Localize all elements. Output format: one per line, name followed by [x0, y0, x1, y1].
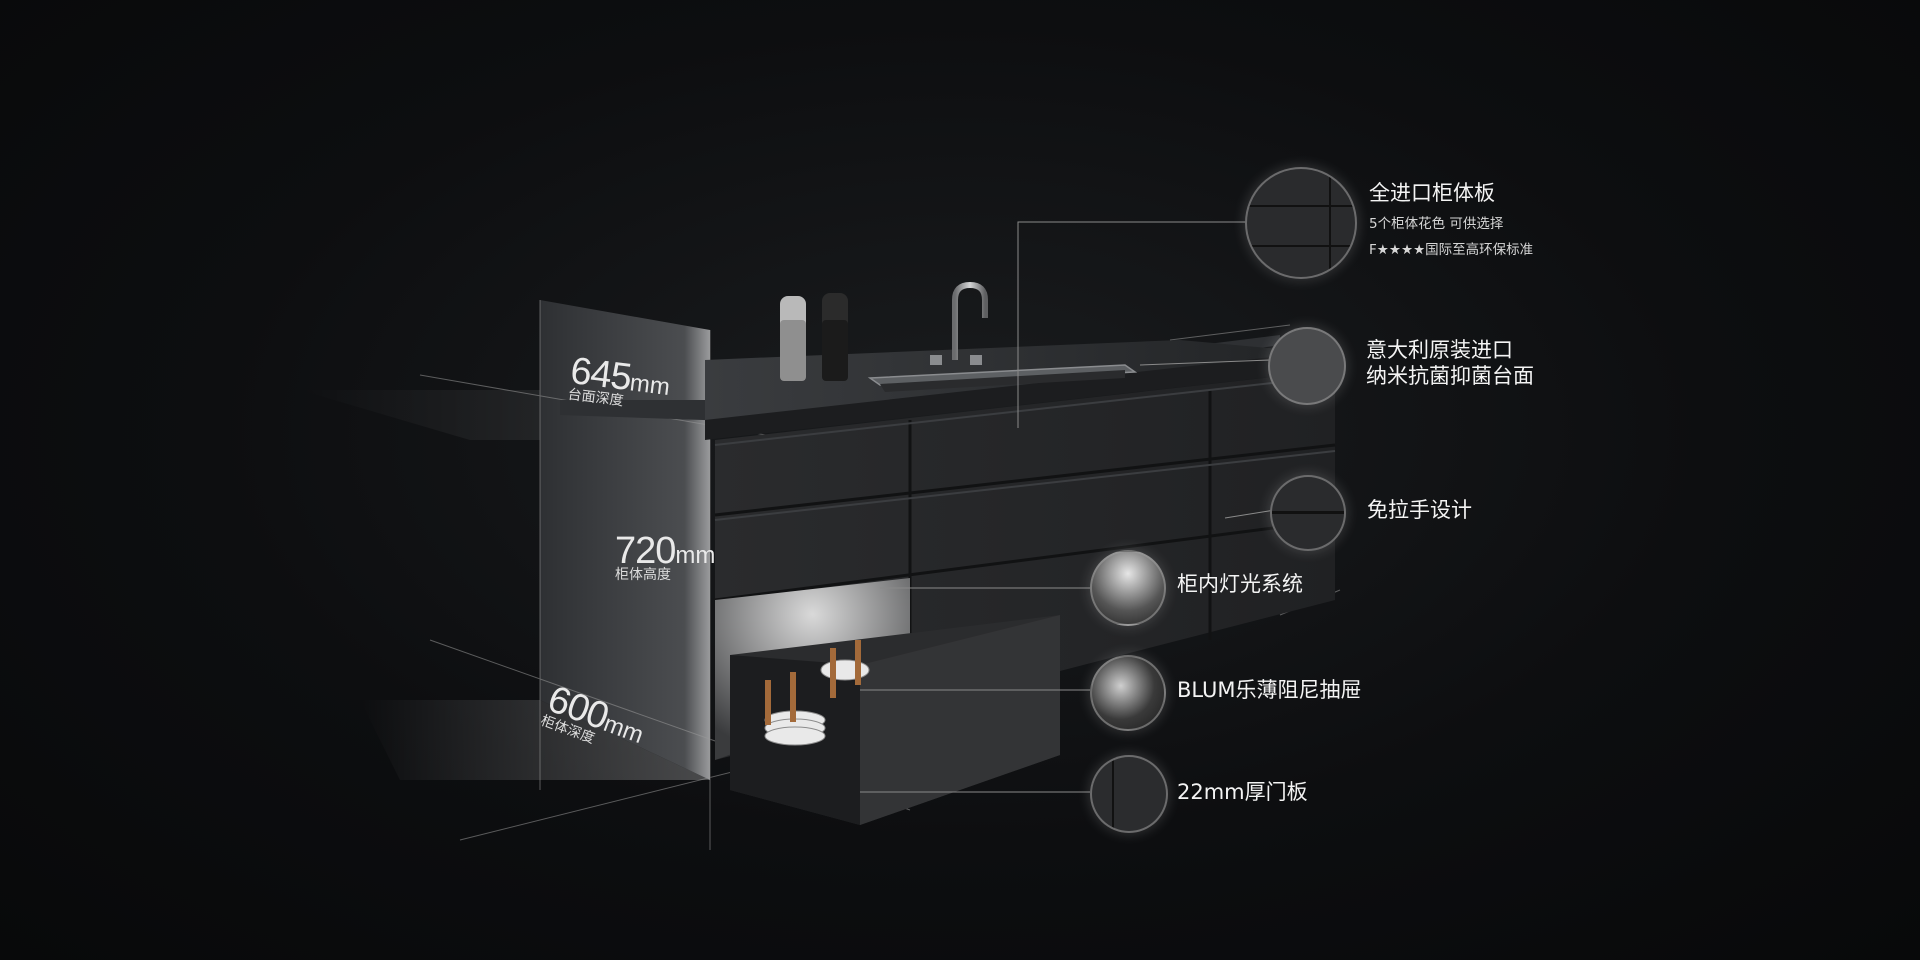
interior-light-detail-thumbnail	[1090, 550, 1166, 626]
feature-door-panel: 22mm厚门板	[1177, 779, 1308, 805]
feature-title: 免拉手设计	[1367, 498, 1472, 522]
door-panel-detail-thumbnail	[1090, 755, 1168, 833]
feature-countertop: 意大利原装进口 纳米抗菌抑菌台面	[1366, 337, 1534, 390]
feature-blum-drawer: BLUM乐薄阻尼抽屉	[1177, 677, 1362, 703]
dimension-unit: mm	[628, 369, 672, 401]
dimension-value: 720	[615, 530, 676, 572]
dimension-unit: mm	[675, 542, 716, 569]
feature-cabinet-board: 全进口柜体板 5个柜体花色 可供选择 F★★★★国际至高环保标准	[1369, 180, 1533, 264]
handle-free-detail-thumbnail	[1270, 475, 1346, 551]
feature-line: F★★★★国际至高环保标准	[1369, 241, 1534, 258]
countertop-detail-thumbnail	[1268, 327, 1346, 405]
feature-title: 全进口柜体板	[1369, 181, 1495, 205]
feature-title: 22mm厚门板	[1177, 780, 1308, 804]
feature-title: 意大利原装进口 纳米抗菌抑菌台面	[1366, 338, 1534, 389]
feature-title: BLUM乐薄阻尼抽屉	[1177, 678, 1362, 702]
cabinet-board-detail-thumbnail	[1245, 167, 1357, 279]
drawer-detail-thumbnail	[1090, 655, 1166, 731]
dimension-label: 柜体高度	[615, 567, 671, 583]
feature-handle-free: 免拉手设计	[1367, 497, 1472, 523]
feature-title: 柜内灯光系统	[1177, 572, 1303, 596]
feature-description: 5个柜体花色 可供选择 F★★★★国际至高环保标准	[1369, 212, 1533, 263]
feature-interior-lighting: 柜内灯光系统	[1177, 571, 1303, 597]
dimension-cabinet-height: 720mm 柜体高度	[615, 532, 715, 582]
feature-line: 5个柜体花色 可供选择	[1369, 216, 1504, 233]
